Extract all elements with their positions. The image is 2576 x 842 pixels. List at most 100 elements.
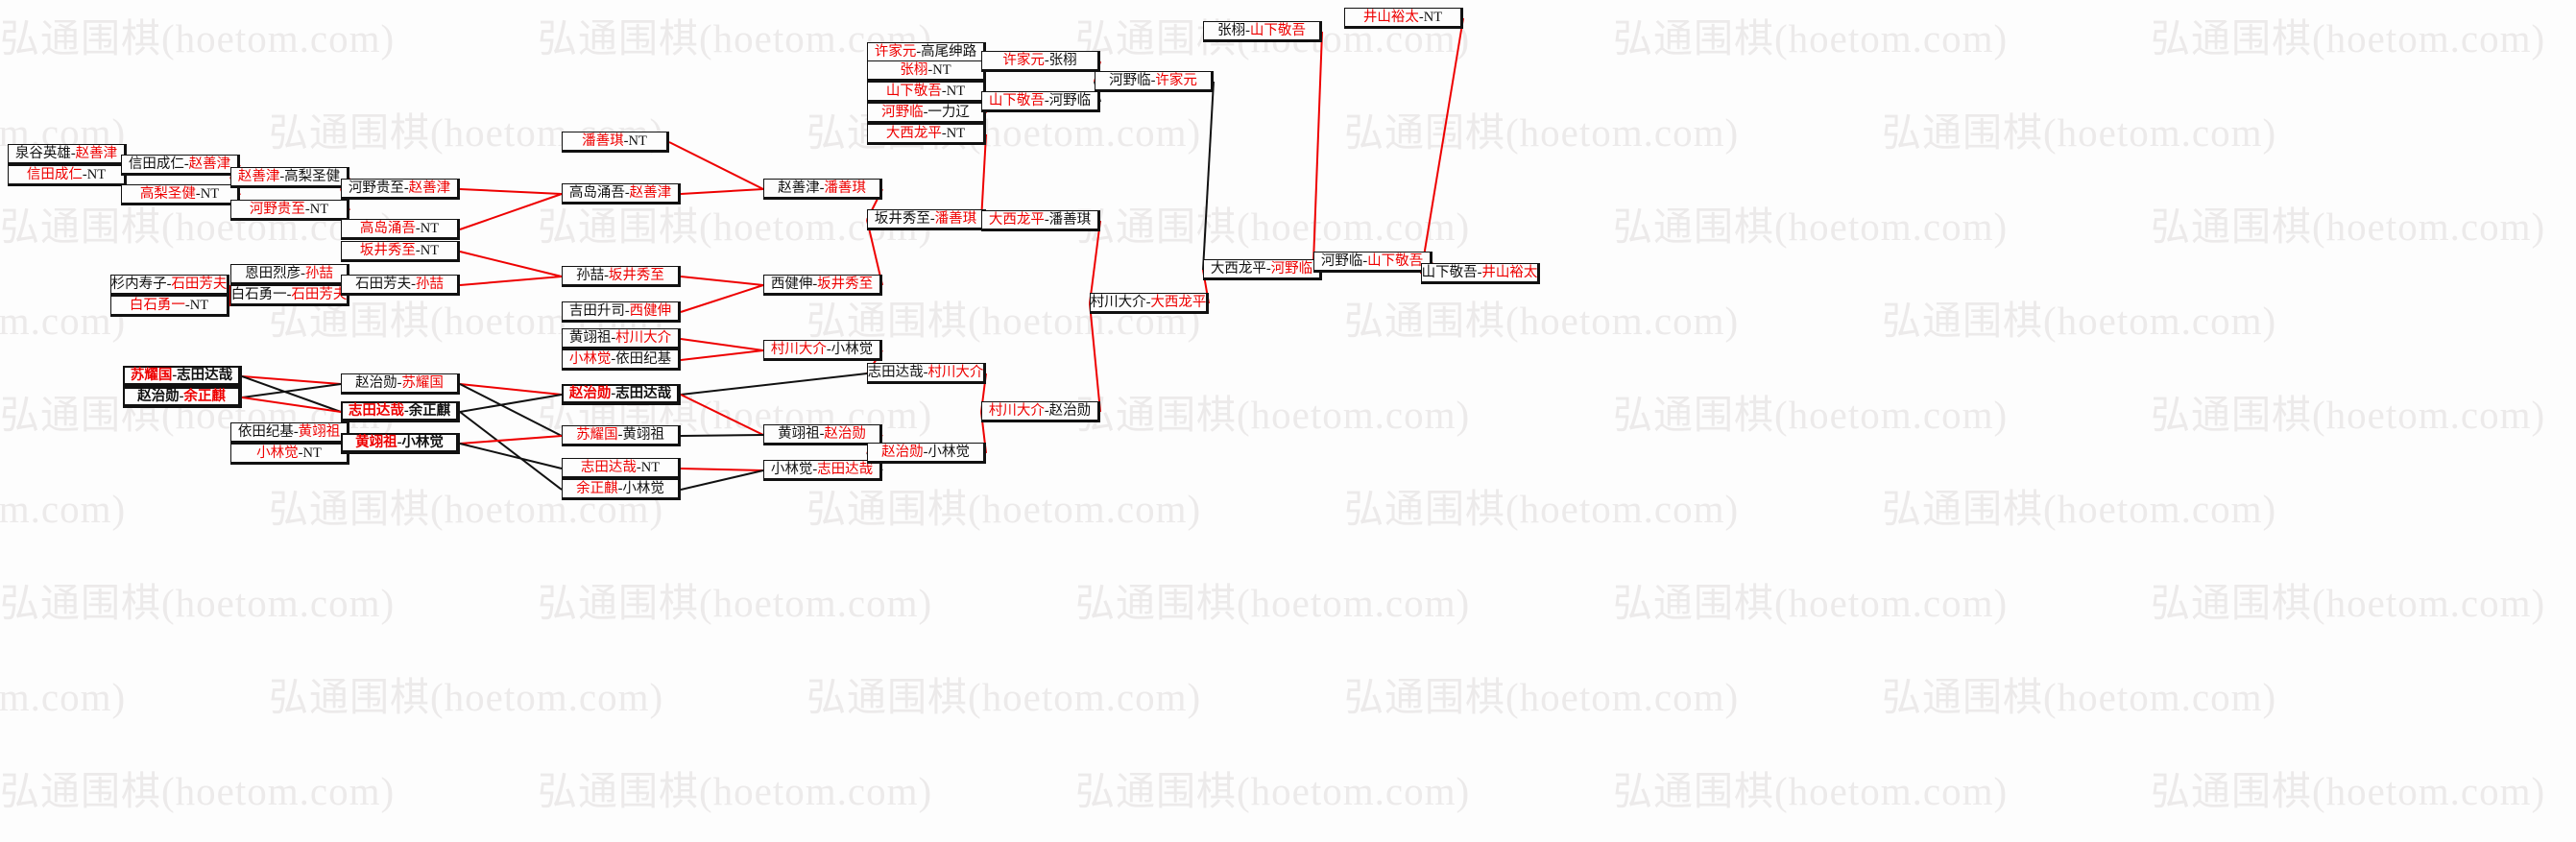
bracket-edge [1420,17,1464,275]
match-player-right: 一力辽 [927,104,970,120]
match-node[interactable]: 高岛涌吾-赵善津 [562,183,681,204]
match-node[interactable]: 小林觉-NT [230,444,349,465]
match-player-right: 石田芳夫 [291,286,348,302]
match-player-right: 许家元 [1155,72,1197,88]
watermark-text: 弘通围棋(hoetom.com) [1075,769,1471,813]
bracket-edge [1312,31,1323,263]
match-player-left: 坂井秀至 [359,242,416,258]
match-node[interactable]: 杉内寿子-石田芳夫 [110,275,229,296]
match-player-left: 河野贵至 [348,180,404,196]
bracket-edge [680,276,764,286]
match-player-right: 黄翊祖 [622,426,664,443]
match-separator: - [286,286,292,302]
match-node[interactable]: 坂井秀至-NT [341,241,460,262]
watermark-text: 弘通围棋(hoetom.com) [1882,299,2277,343]
bracket-edge [1089,302,1101,413]
watermark-text: 弘通围棋(hoetom.com) [1613,769,2009,813]
match-node[interactable]: 大西龙平-NT [867,124,986,145]
match-node[interactable]: 河野临-山下敬吾 [1313,252,1432,273]
match-node[interactable]: 白石勇一-NT [110,296,229,317]
match-node[interactable]: 西健伸-坂井秀至 [763,275,882,296]
match-player-left: 志田达哉 [867,364,924,380]
match-node[interactable]: 余正麒-小林觉 [562,479,681,500]
watermark-text: 弘通围棋(hoetom.com) [1075,581,1471,625]
match-node[interactable]: 志田达哉-NT [562,458,681,479]
match-node[interactable]: 井山裕太-NT [1344,8,1463,29]
match-node[interactable]: 村川大介-大西龙平 [1090,293,1209,314]
match-node[interactable]: 河野临-许家元 [1095,71,1214,92]
bracket-edge [1202,81,1215,271]
match-node[interactable]: 赵治勋-苏耀国 [341,373,460,395]
bracket-edge [241,383,342,398]
match-player-right: 小林觉 [622,480,664,496]
match-node[interactable]: 张栩-NT [867,60,986,82]
match-player-left: 余正麒 [576,480,618,496]
match-player-right: 志田达哉 [615,385,672,401]
match-node[interactable]: 赵治勋-小林觉 [867,443,986,464]
match-separator: - [819,180,825,196]
bracket-edge [459,188,563,195]
match-player-right: 赵善津 [408,180,451,196]
match-node[interactable]: 山下敬吾-井山裕太 [1421,263,1540,284]
match-node[interactable]: 村川大介-小林觉 [763,340,882,361]
match-node[interactable]: 大西龙平-潘善琪 [981,210,1100,231]
match-separator: - [1362,253,1368,269]
match-node[interactable]: 赵治勋-志田达哉 [562,384,681,405]
match-node[interactable]: 志田达哉-余正麒 [341,401,460,422]
match-node[interactable]: 小林觉-依田纪基 [562,349,681,371]
match-separator: - [927,61,933,78]
match-node[interactable]: 大西龙平-河野临 [1203,259,1322,280]
match-node[interactable]: 许家元-张栩 [981,51,1100,72]
match-node[interactable]: 信田成仁-赵善津 [121,155,240,176]
match-node[interactable]: 小林觉-志田达哉 [763,460,882,481]
match-node[interactable]: 高梨圣健-NT [121,184,240,205]
match-node[interactable]: 山下敬吾-NT [867,82,986,103]
bracket-edge [459,435,563,445]
match-player-left: 志田达哉 [348,402,404,419]
match-player-left: 村川大介 [988,402,1045,419]
match-player-right: NT [420,220,440,236]
match-node[interactable]: 泉谷英雄-赵善津 [8,144,127,165]
match-node[interactable]: 河野贵至-NT [230,200,349,221]
match-node[interactable]: 孙喆-坂井秀至 [562,266,681,287]
match-node[interactable]: 赵善津-高梨圣健 [230,167,349,188]
match-separator: - [617,480,623,496]
match-player-right: 西健伸 [629,302,672,319]
match-player-left: 赵善津 [237,168,280,184]
match-node[interactable]: 恩田烈彦-孙喆 [230,264,349,285]
match-node[interactable]: 赵善津-潘善琪 [763,179,882,200]
match-player-left: 吉田升司 [568,302,625,319]
match-node[interactable]: 潘善琪-NT [562,132,669,153]
match-node[interactable]: 黄翊祖-赵治勋 [763,424,882,445]
match-node[interactable]: 石田芳夫-孙喆 [341,275,460,296]
match-node[interactable]: 高岛涌吾-NT [341,219,460,240]
match-node[interactable]: 白石勇一-石田芳夫 [230,285,349,306]
match-player-left: 河野临 [1320,253,1363,269]
match-node[interactable]: 张栩-山下敬吾 [1203,21,1322,42]
match-node[interactable]: 坂井秀至-潘善琪 [867,209,986,230]
watermark-text: 弘通围棋(hoetom.com) [1344,299,1740,343]
watermark-text: 弘通围棋(hoetom.com) [2151,204,2546,249]
watermark-text: 弘通围棋(hoetom.com) [538,581,933,625]
match-node[interactable]: 依田纪基-黄翊祖 [230,422,349,444]
match-node[interactable]: 吉田升司-西健伸 [562,301,681,323]
match-node[interactable]: 黄翊祖-小林觉 [341,433,460,454]
match-node[interactable]: 黄翊祖-村川大介 [562,328,681,349]
match-player-right: NT [309,201,329,217]
match-node[interactable]: 志田达哉-村川大介 [867,363,986,384]
match-player-right: 河野临 [1048,92,1092,108]
match-node[interactable]: 赵治勋-余正麒 [123,387,242,408]
match-node[interactable]: 苏耀国-志田达哉 [123,366,242,387]
match-node[interactable]: 山下敬吾-河野临 [981,91,1100,112]
match-player-left: 信田成仁 [128,156,184,172]
match-node[interactable]: 河野临-一力辽 [867,103,986,124]
match-separator: - [1150,72,1156,88]
match-player-right: 坂井秀至 [817,276,874,292]
match-separator: - [415,242,421,258]
bracket-edge [668,141,764,190]
match-node[interactable]: 信田成仁-NT [8,165,127,186]
match-node[interactable]: 村川大介-赵治勋 [981,401,1100,422]
match-player-left: 许家元 [874,43,917,60]
match-node[interactable]: 河野贵至-赵善津 [341,179,460,200]
match-node[interactable]: 苏耀国-黄翊祖 [562,425,681,446]
